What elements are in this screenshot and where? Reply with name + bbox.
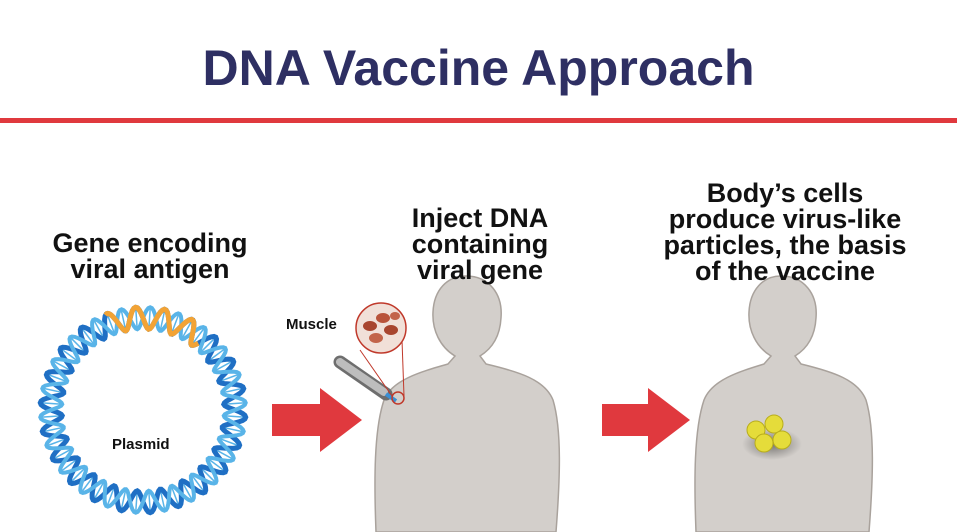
dna-rung [120,309,127,332]
dna-rung [207,347,226,363]
dna-rung [159,309,166,332]
dna-rung [60,457,79,473]
dna-rung [213,448,234,461]
dna-rung [159,488,166,511]
red-arrow-icon [272,388,362,452]
dna-rung [46,437,68,447]
muscle-label: Muscle [286,316,337,333]
dna-rung [207,457,226,473]
dna-rung [120,488,127,511]
dna-rung [170,485,180,507]
dna-rung [199,336,217,354]
dna-rung [148,307,152,330]
dna-rung [148,490,152,513]
dna-rung [170,313,180,335]
dna-rung [218,437,240,447]
step-3-caption: Body’s cells produce virus-like particle… [663,178,907,286]
plasmid-dna-ring [37,304,249,516]
dna-rung [134,307,138,330]
page-title: DNA Vaccine Approach [202,40,755,96]
dna-rung [60,347,79,363]
dna-rung [199,466,217,484]
dna-rung [92,480,105,501]
dna-rung [221,426,244,433]
dna-rung [52,448,73,461]
human-silhouette [694,275,874,532]
dna-rung [213,359,234,372]
dna-rung [106,313,116,335]
dna-rung [190,327,206,346]
dna-rung [223,401,246,405]
dna-strand [38,305,248,515]
dna-rung [80,327,96,346]
dna-rung [69,466,87,484]
dna-rung [92,319,105,340]
dna-rung [80,474,96,493]
dna-rung [69,336,87,354]
step-2-caption: Inject DNA containing viral gene [411,203,549,285]
dna-rung [52,359,73,372]
title-divider [0,118,957,123]
red-arrow-icon [602,388,690,452]
step-1-caption: Gene encoding viral antigen [52,228,248,284]
muscle-fiber-icon [363,312,400,343]
dna-rung [181,319,194,340]
dna-rung [190,474,206,493]
dna-rung [221,387,244,394]
dna-rung [40,401,63,405]
dna-rung [42,426,65,433]
dna-rung [46,373,68,383]
dna-rung [181,480,194,501]
dna-rung [218,373,240,383]
dna-rung [134,490,138,513]
syringe-icon [333,355,398,403]
dna-rung [42,387,65,394]
viral-gene-segment [103,304,200,349]
dna-rung [106,485,116,507]
dna-rung [40,415,63,419]
muscle-callout [355,302,407,405]
dna-rung [223,415,246,419]
virus-like-particles [742,414,802,460]
plasmid-label: Plasmid [112,436,170,453]
